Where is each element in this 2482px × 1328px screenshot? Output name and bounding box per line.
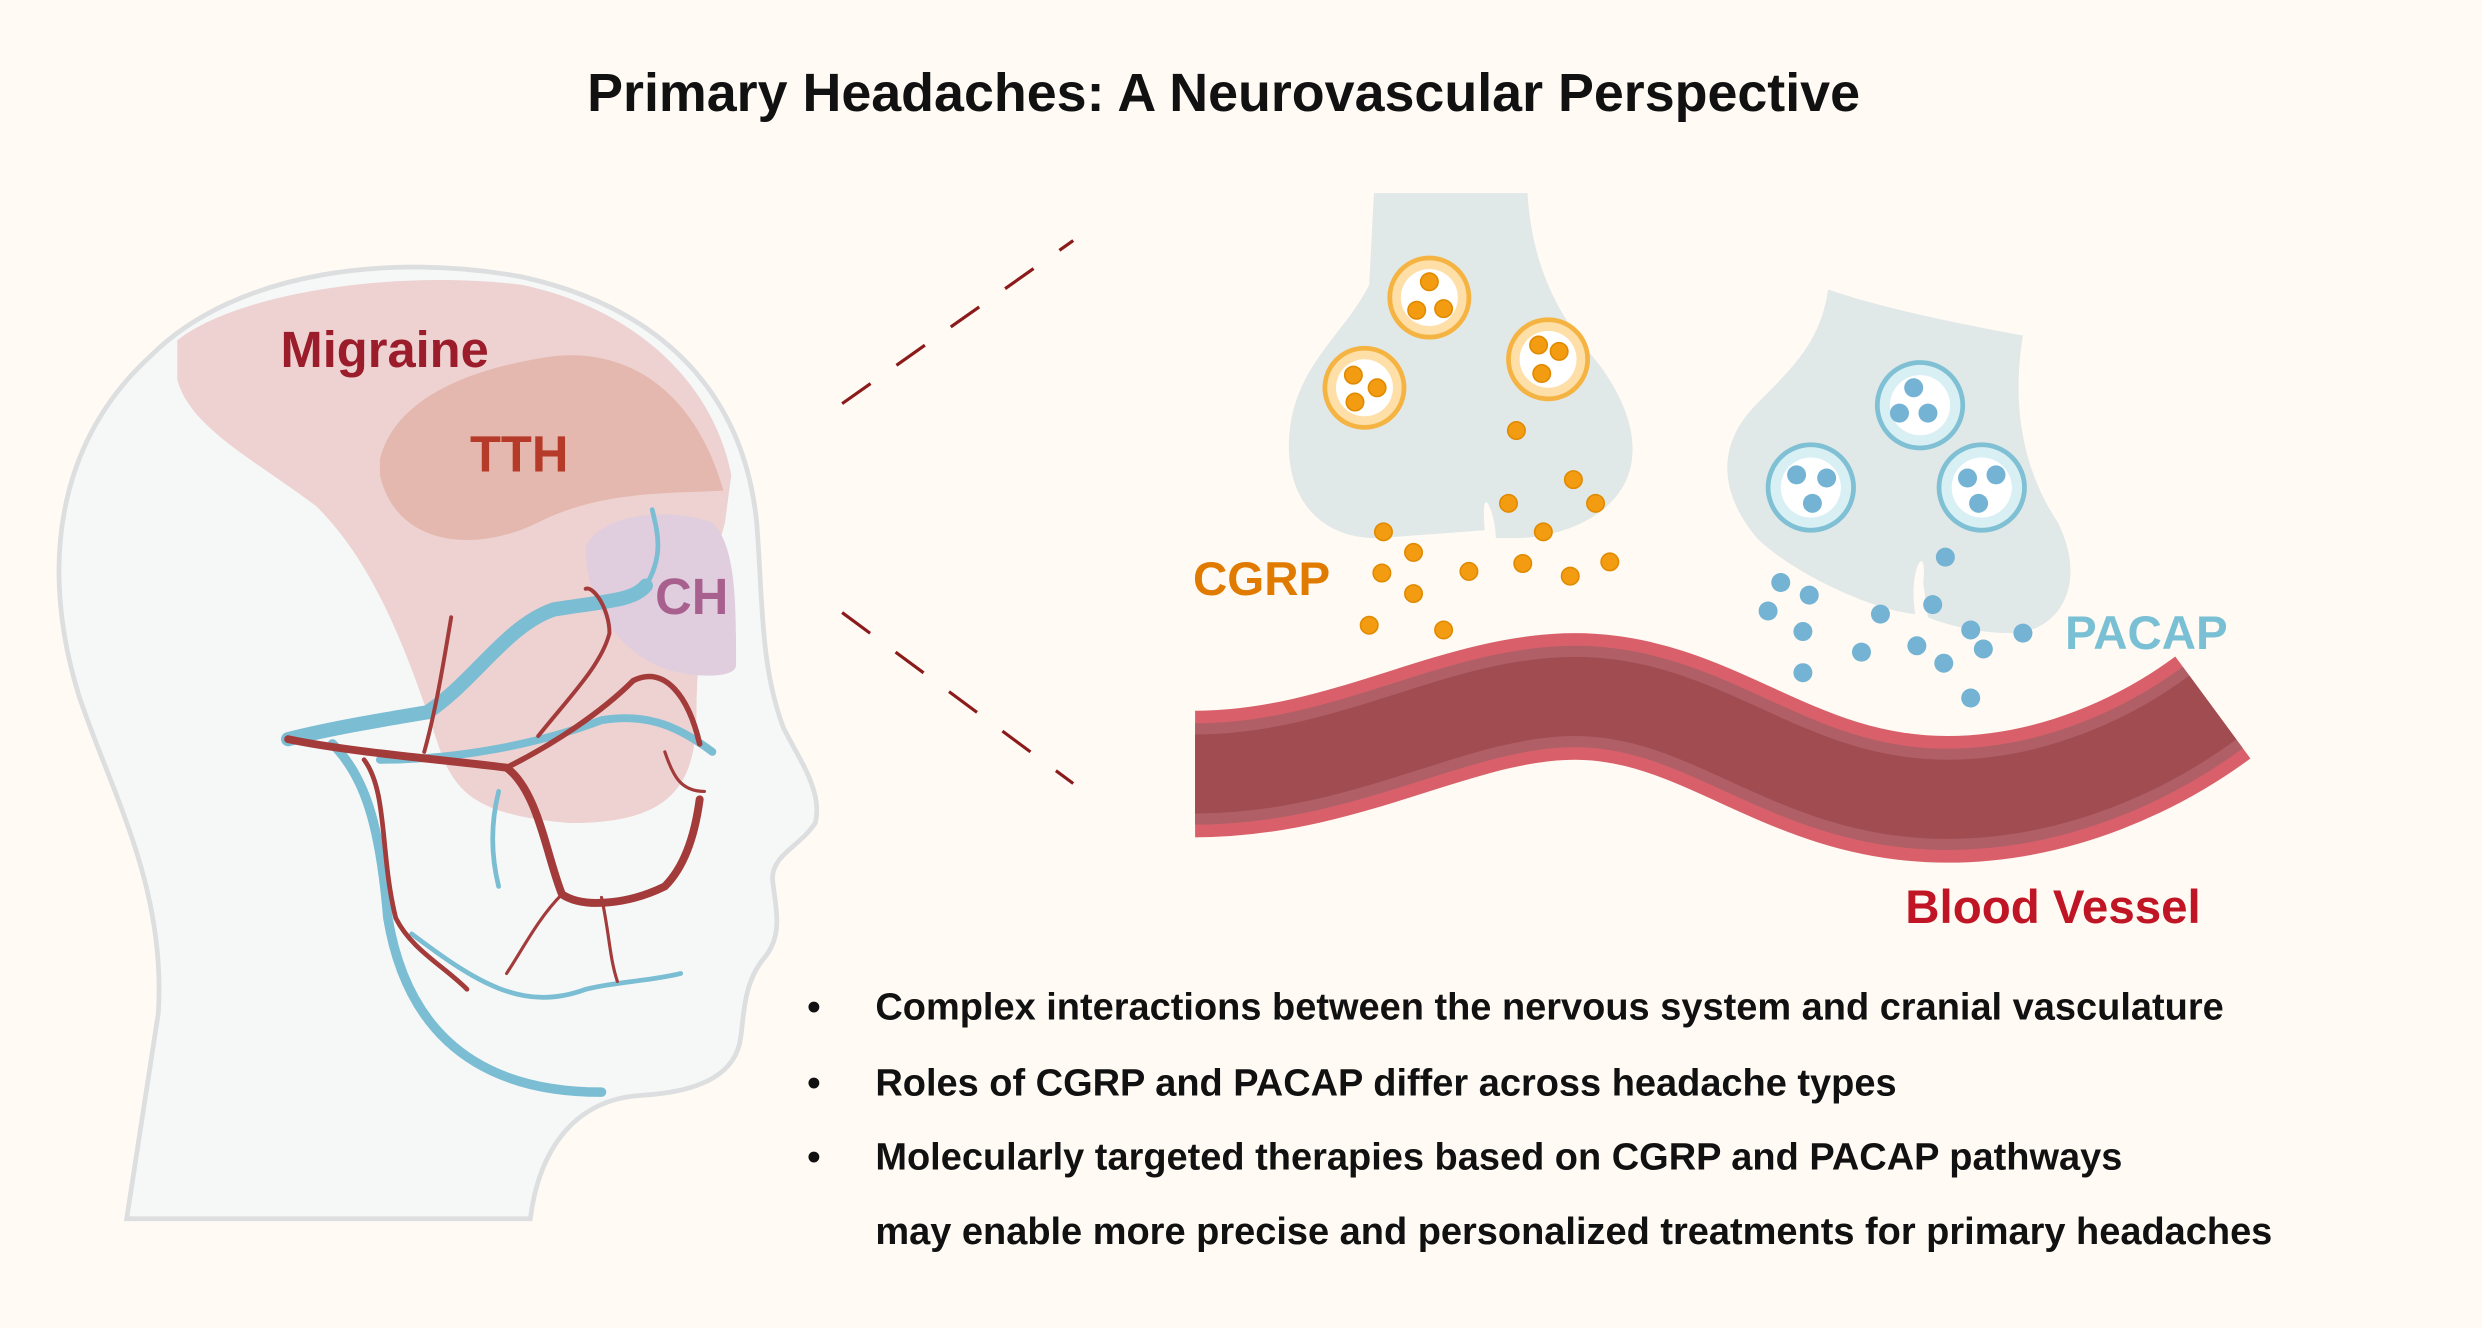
ch-label: CH: [655, 568, 728, 625]
bullet-item-continuation: may enable more precise and personalized…: [875, 1211, 2272, 1253]
blood-vessel-label: Blood Vessel: [1905, 881, 2200, 934]
bullet-item: Molecularly targeted therapies based on …: [875, 1137, 2122, 1179]
bullet-marker: •: [807, 1062, 820, 1104]
tth-label: TTH: [470, 426, 568, 483]
blood-vessel: [1193, 633, 2251, 863]
key-points-list: • Complex interactions between the nervo…: [807, 986, 2272, 1253]
cgrp-nerve-terminal: [1288, 193, 1633, 640]
veins: [281, 507, 717, 1097]
page-title: Primary Headaches: A Neurovascular Persp…: [587, 63, 1860, 123]
zoom-lines: [841, 239, 1075, 785]
cgrp-label: CGRP: [1193, 553, 1330, 606]
pacap-label: PACAP: [2065, 607, 2228, 660]
bullet-item: Roles of CGRP and PACAP differ across he…: [875, 1062, 1896, 1104]
arteries: [284, 586, 707, 992]
ch-region: [585, 514, 737, 676]
tth-region: [379, 355, 724, 541]
bullet-item: Complex interactions between the nervous…: [875, 986, 2223, 1028]
pacap-nerve-terminal: [1727, 289, 2071, 708]
migraine-label: Migraine: [281, 321, 489, 378]
bullet-marker: •: [807, 1137, 820, 1179]
head-illustration: Migraine TTH CH: [56, 264, 820, 1222]
bullet-marker: •: [807, 986, 820, 1028]
